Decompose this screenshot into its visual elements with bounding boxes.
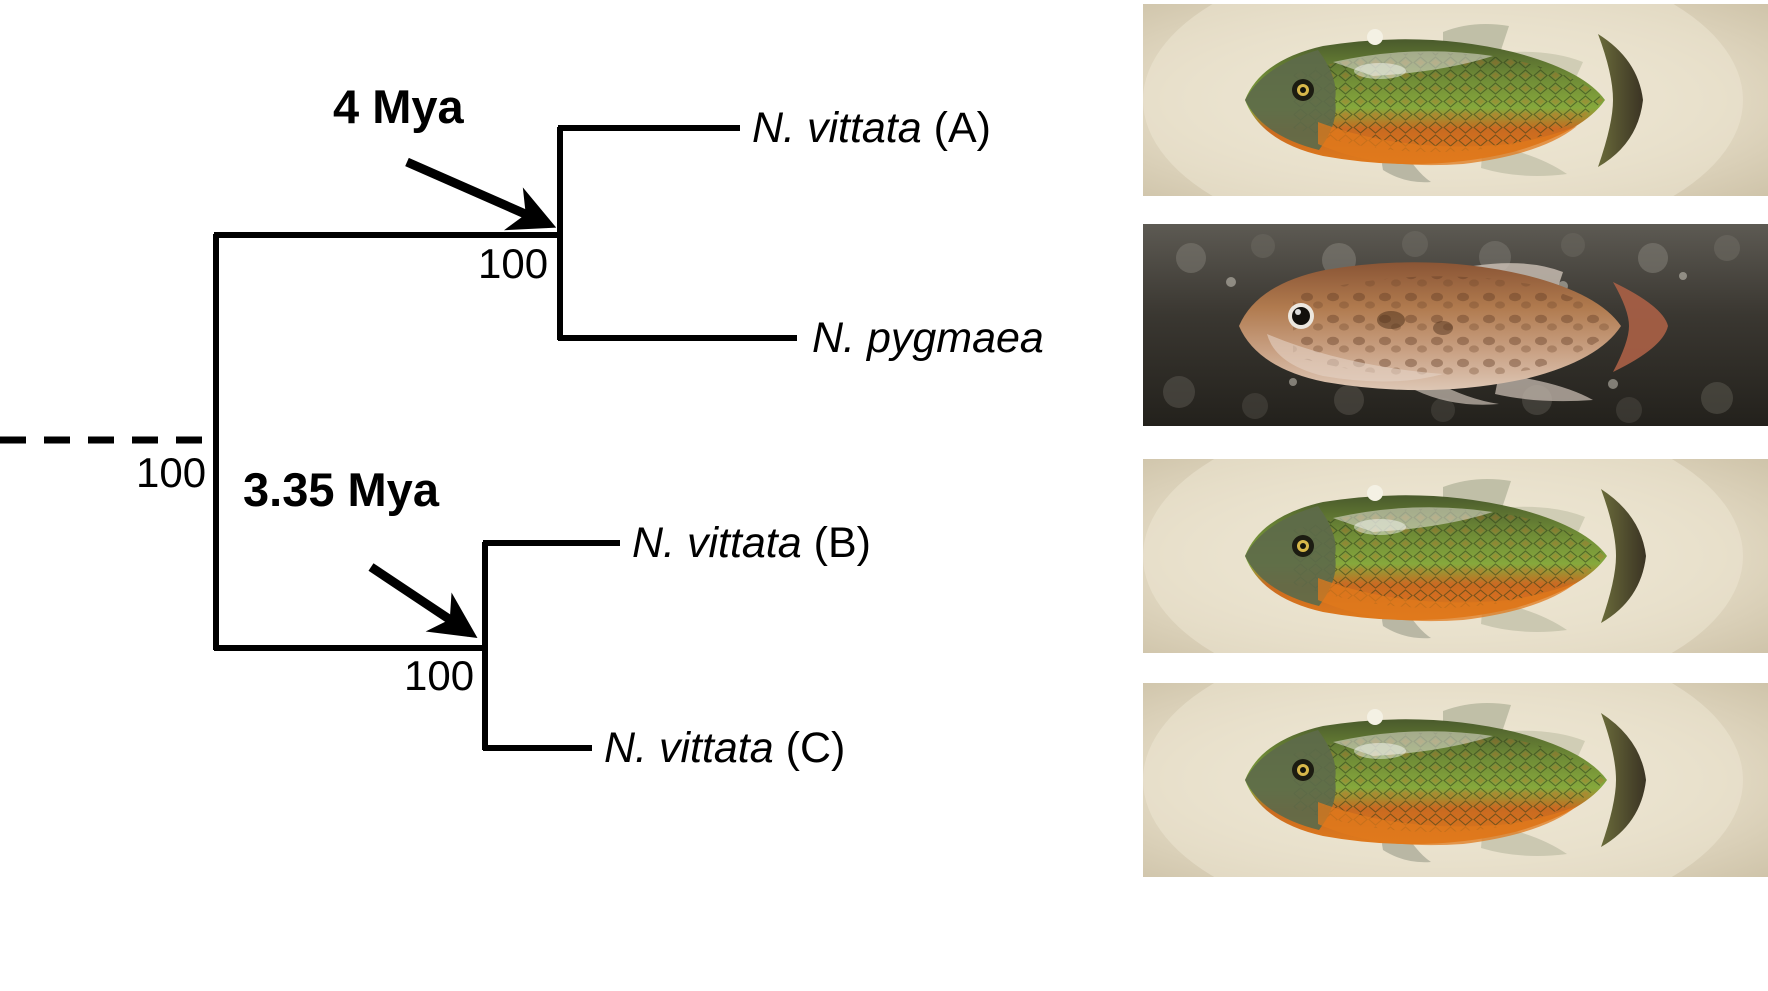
photo-pygmaea — [1143, 224, 1768, 426]
arrow-4mya — [405, 157, 557, 231]
taxon-label-vittata-b: N. vittata (B) — [632, 522, 871, 565]
taxon-suffix: (A) — [921, 104, 991, 152]
photo-vittata-b — [1143, 459, 1768, 653]
tree-diagram — [0, 125, 797, 751]
taxon-scientific-name: N. vittata — [632, 519, 802, 567]
arrow-335mya — [368, 563, 478, 638]
taxon-scientific-name: N. pygmaea — [812, 314, 1044, 362]
support-value-root: 100 — [136, 449, 207, 496]
taxon-scientific-name: N. vittata — [604, 724, 774, 772]
support-value-lower-node: 100 — [404, 652, 475, 699]
taxon-suffix: (B) — [801, 519, 871, 567]
taxon-label-pygmaea: N. pygmaea — [812, 317, 1044, 360]
photo-vittata-c — [1143, 683, 1768, 877]
divergence-label-4mya: 4 Mya — [333, 80, 464, 133]
taxon-label-vittata-a: N. vittata (A) — [752, 107, 991, 150]
specimen-photo-panel — [1143, 0, 1768, 991]
taxon-label-vittata-c: N. vittata (C) — [604, 727, 845, 770]
photo-vittata-a — [1143, 4, 1768, 196]
taxon-scientific-name: N. vittata — [752, 104, 922, 152]
support-value-upper-node: 100 — [478, 240, 549, 287]
taxon-suffix: (C) — [773, 724, 846, 772]
divergence-label-3.35mya: 3.35 Mya — [243, 463, 439, 516]
